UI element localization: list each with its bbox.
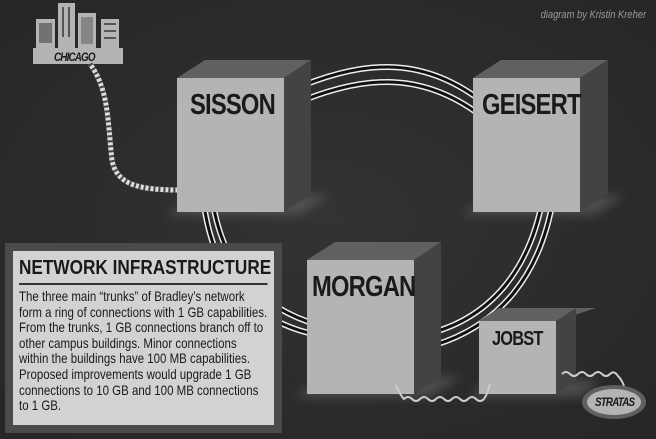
minor-cables [395, 371, 625, 402]
geisert-label: GEISERT [482, 89, 581, 121]
building-morgan [307, 242, 441, 394]
info-text: The three main “trunks” of Bradley’s net… [19, 288, 268, 414]
chicago-cable [87, 62, 179, 193]
jobst-label: JOBST [492, 328, 543, 350]
chicago-skyline-icon [33, 3, 123, 64]
building-geisert [473, 60, 608, 212]
stratas-node [582, 385, 646, 419]
sisson-label: SISSON [190, 89, 276, 121]
building-sisson [177, 60, 311, 212]
morgan-label: MORGAN [312, 271, 416, 303]
diagram-credit: diagram by Kristin Kreher [540, 9, 646, 21]
chicago-label: CHICAGO [54, 50, 96, 64]
info-panel: NETWORK INFRASTRUCTURE The three main “t… [5, 243, 282, 433]
info-title: NETWORK INFRASTRUCTURE [19, 257, 271, 285]
info-panel-inner: NETWORK INFRASTRUCTURE The three main “t… [13, 251, 274, 425]
building-jobst [479, 308, 596, 394]
stratas-label: STRATAS [595, 395, 635, 409]
